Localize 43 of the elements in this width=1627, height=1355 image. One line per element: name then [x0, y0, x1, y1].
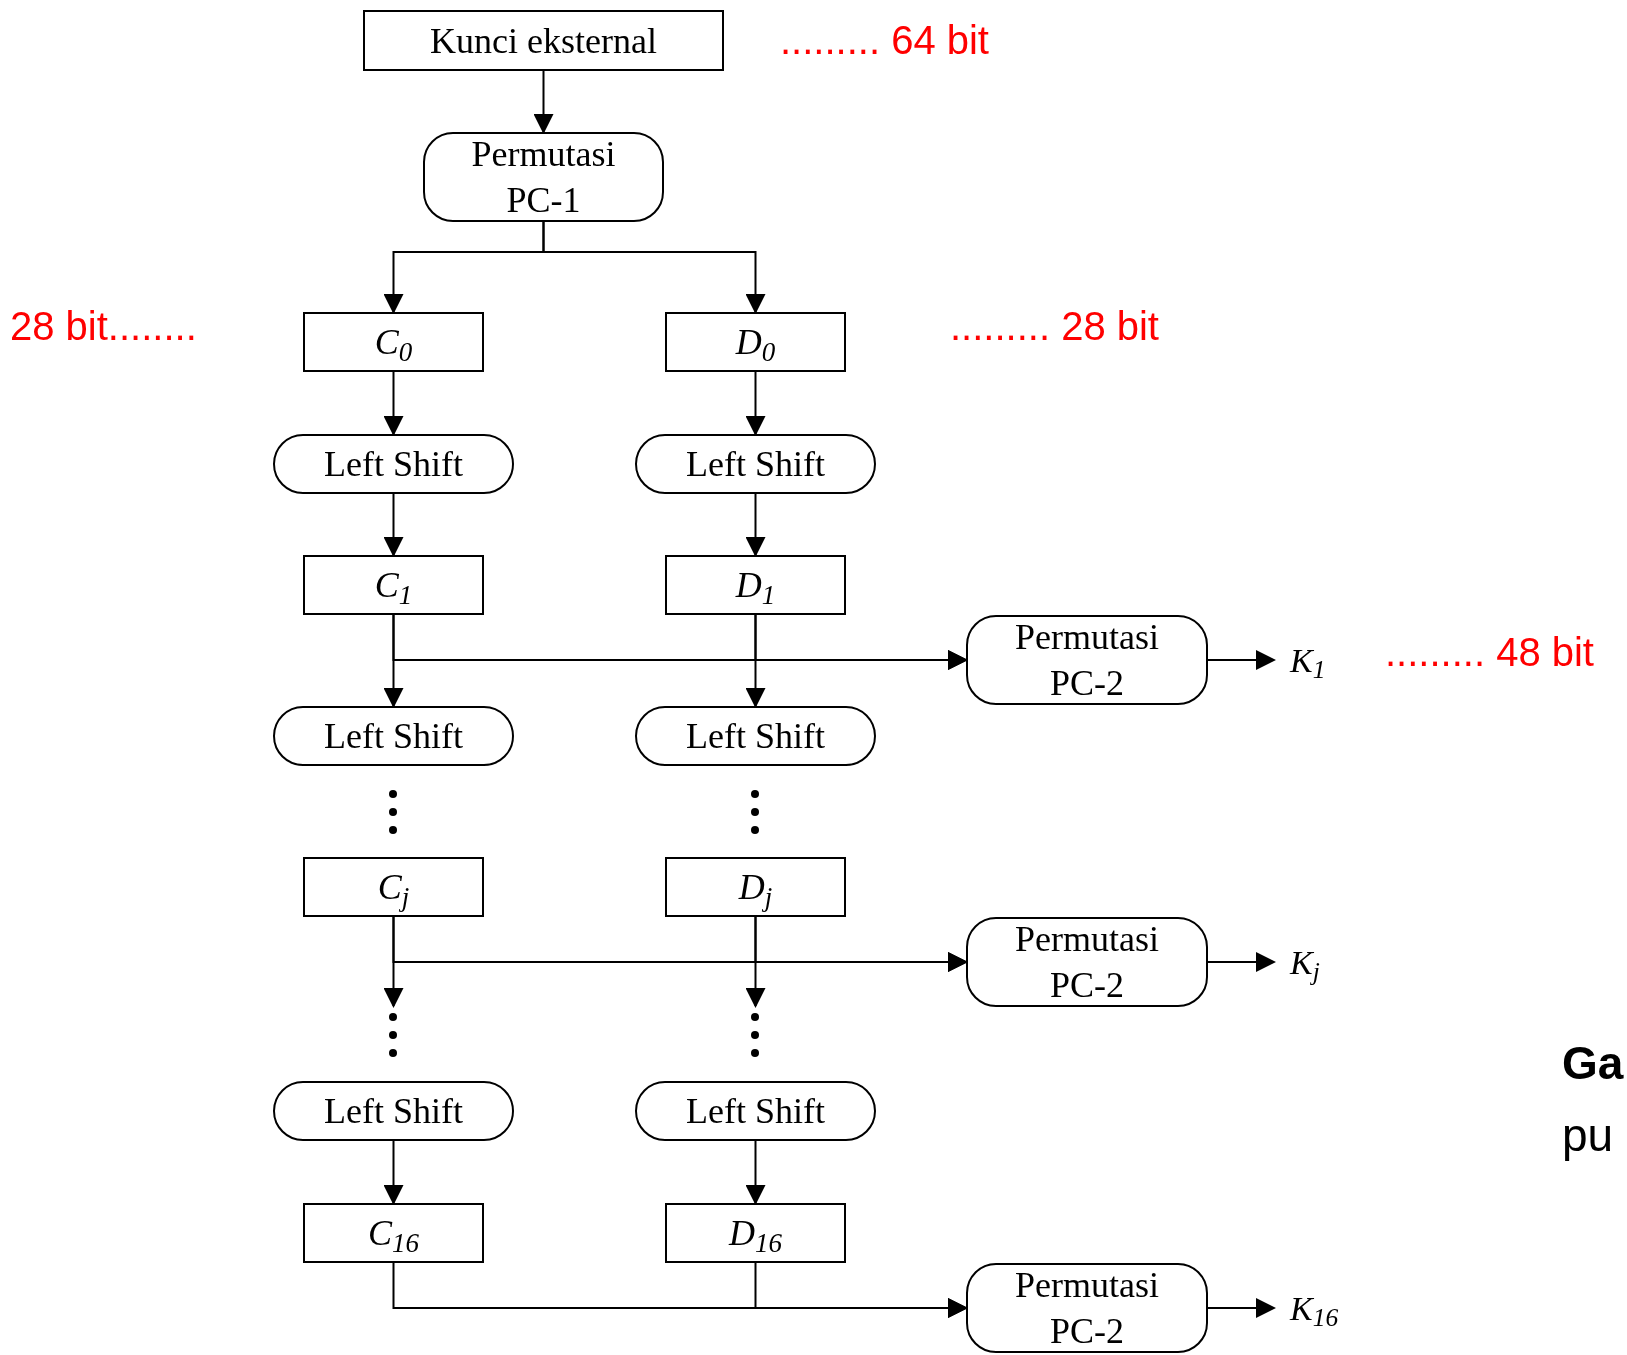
process-box: Permutasi PC-1 [423, 132, 664, 222]
output-key-label: K$_{16}$ [1290, 1278, 1370, 1338]
bit-size-note: ......... 64 bit [780, 20, 989, 60]
register-box: D$_{0}$ [665, 312, 846, 372]
arrow [754, 1262, 968, 1318]
output-key-label: K$_{j}$ [1290, 932, 1370, 992]
process-box: Permutasi PC-2 [966, 615, 1208, 705]
bit-size-note: ......... 28 bit [950, 306, 1159, 346]
arrow [745, 614, 766, 708]
input-box: Kunci eksternal [363, 10, 724, 71]
arrow [383, 916, 404, 1008]
arrow [383, 493, 404, 557]
arrow [383, 614, 404, 708]
arrow [383, 371, 404, 436]
shift-box: Left Shift [635, 706, 876, 766]
register-box: C$_{1}$ [303, 555, 484, 615]
register-box: D$_{16}$ [665, 1203, 846, 1263]
output-key-label: K$_{1}$ [1290, 630, 1370, 690]
shift-box: Left Shift [273, 706, 514, 766]
register-box: C$_{j}$ [303, 857, 484, 917]
bit-size-note: 28 bit........ [10, 306, 197, 346]
arrow [1207, 1298, 1276, 1318]
arrow [745, 493, 766, 557]
arrow [1207, 650, 1276, 670]
bit-size-note: ......... 48 bit [1385, 632, 1594, 672]
arrow [533, 70, 554, 134]
register-box: D$_{1}$ [665, 555, 846, 615]
shift-box: Left Shift [273, 1081, 514, 1141]
shift-box: Left Shift [635, 1081, 876, 1141]
arrow [542, 221, 766, 314]
register-box: C$_{0}$ [303, 312, 484, 372]
arrow [745, 916, 766, 1008]
arrow [383, 1140, 404, 1205]
shift-box: Left Shift [635, 434, 876, 494]
process-box: Permutasi PC-2 [966, 917, 1208, 1007]
register-box: D$_{j}$ [665, 857, 846, 917]
bit-size-note: Ga [1562, 1040, 1624, 1086]
arrow [745, 371, 766, 436]
register-box: C$_{16}$ [303, 1203, 484, 1263]
arrow [745, 1140, 766, 1205]
process-box: Permutasi PC-2 [966, 1263, 1208, 1353]
shift-box: Left Shift [273, 434, 514, 494]
arrow [1207, 952, 1276, 972]
